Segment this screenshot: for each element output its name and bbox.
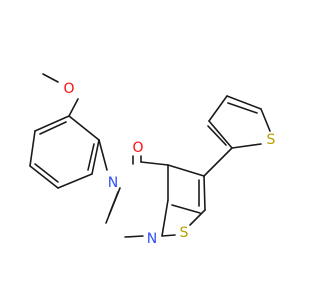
ring-inner-double-bond	[108, 191, 119, 216]
fused-thiophene-ring	[161, 164, 206, 237]
ring-bond	[57, 173, 93, 189]
ring-bond	[91, 139, 100, 175]
methoxyphenyl-ring	[29, 115, 108, 189]
ring-bond	[189, 209, 206, 226]
ring-inner-double-bond	[171, 204, 201, 214]
ring-bond	[208, 120, 233, 149]
ring-bond	[161, 234, 176, 237]
ring-bond	[260, 108, 271, 132]
methoxy-group	[42, 73, 79, 117]
molecule-drawing: O O N N S S	[29, 73, 276, 247]
ring-bond	[167, 164, 205, 177]
ring-bond	[226, 95, 262, 110]
ring-bond	[208, 95, 228, 122]
o-aryl-bond	[68, 98, 79, 117]
fused-sulfur-label: S	[180, 225, 189, 241]
ring-inner-double-bond	[207, 125, 227, 146]
ring-inner-double-bond	[39, 121, 67, 135]
ring-bond	[68, 115, 100, 141]
ring-bond	[231, 143, 262, 149]
ring-bond	[34, 115, 70, 132]
ring-inner-double-bond	[227, 102, 258, 114]
pyrimidinone-ring	[105, 155, 169, 238]
ring-inner-double-bond	[87, 143, 95, 171]
thiophene-sulfur-label: S	[267, 132, 276, 148]
n3-nitrogen-label: N	[108, 175, 118, 191]
biaryl-bond	[203, 147, 233, 177]
aryl-n-bond	[98, 139, 108, 171]
ring-bond	[140, 161, 169, 166]
ring-bond	[203, 175, 206, 211]
ring-bond	[124, 235, 144, 238]
n1-nitrogen-label: N	[147, 231, 157, 247]
thiophenyl-substituent	[203, 95, 271, 177]
ring-bond	[161, 199, 169, 237]
methoxy-oxygen-label: O	[63, 81, 74, 97]
ring-bond	[29, 130, 36, 167]
structure-canvas: O O N N S S	[29, 73, 276, 247]
ring-bond	[29, 165, 59, 189]
ring-inner-double-bond	[34, 163, 59, 183]
carbonyl-oxygen-label: O	[132, 140, 143, 156]
methyl-o-bond	[42, 73, 59, 83]
